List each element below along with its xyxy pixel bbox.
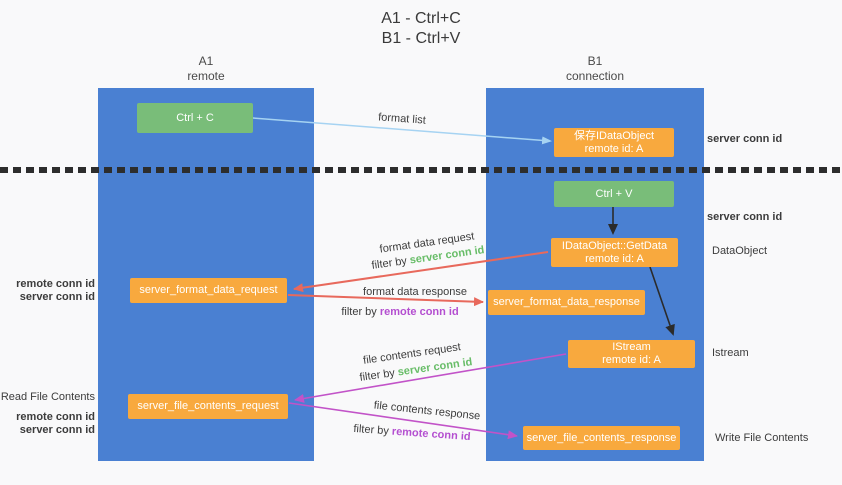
column-a1-label: remote (187, 69, 225, 83)
format-data-response-filter-label: filter by remote conn id (341, 306, 458, 318)
phase-separator-dashed-line (0, 167, 842, 173)
column-a1-id: A1 (198, 54, 214, 68)
server-conn-id-label-mid: server conn id (707, 211, 783, 223)
page-title: A1 - Ctrl+C B1 - Ctrl+V (0, 9, 842, 49)
file-contents-response-arrow-label: file contents response (373, 399, 481, 423)
remote-conn-id-label-2: remote conn id (16, 411, 95, 423)
save-idataobject-node: 保存IDataObject remote id: A (554, 128, 674, 157)
istream-line1: IStream (612, 341, 651, 353)
server-conn-id-label-top: server conn id (707, 133, 783, 145)
filter-by-text: filter by (341, 306, 380, 318)
ctrl-v-node: Ctrl + V (554, 181, 674, 207)
column-b1-id: B1 (587, 54, 603, 68)
istream-line2: remote id: A (602, 354, 661, 366)
server-file-contents-request-node: server_file_contents_request (128, 394, 288, 419)
filter-by-text: filter by (358, 366, 399, 384)
save-idataobject-line2: remote id: A (584, 142, 644, 155)
remote-conn-id-highlight: remote conn id (379, 306, 459, 318)
save-idataobject-line1: 保存IDataObject (573, 129, 655, 142)
getdata-line1: IDataObject::GetData (561, 239, 668, 252)
istream-node: IStream remote id: A (568, 340, 695, 368)
filter-by-text: filter by (370, 254, 411, 272)
title-line-paste: B1 - Ctrl+V (381, 30, 461, 47)
column-b1-label: connection (565, 69, 625, 83)
read-file-contents-label: Read File Contents (0, 391, 95, 403)
ctrl-c-node: Ctrl + C (137, 103, 253, 133)
server-format-data-response-node: server_format_data_response (488, 290, 645, 315)
remote-conn-id-label-1: remote conn id (16, 278, 95, 290)
filter-by-text: filter by (353, 422, 393, 438)
title-line-copy: A1 - Ctrl+C (381, 10, 461, 27)
istream-label: Istream (712, 347, 749, 359)
file-contents-response-filter-label: filter by remote conn id (353, 423, 471, 443)
getdata-line2: remote id: A (585, 252, 644, 265)
server-format-data-request-node: server_format_data_request (130, 278, 287, 303)
column-header-b1: B1 connection (486, 54, 704, 84)
column-header-a1: A1 remote (98, 54, 314, 84)
server-conn-id-label-2: server conn id (19, 424, 95, 436)
server-file-contents-response-node: server_file_contents_response (523, 426, 680, 450)
format-list-arrow-label: format list (377, 111, 427, 127)
idataobject-getdata-node: IDataObject::GetData remote id: A (551, 238, 678, 267)
write-file-contents-label: Write File Contents (715, 432, 809, 444)
server-conn-id-label-1: server conn id (19, 291, 95, 303)
dataobject-label: DataObject (712, 245, 768, 257)
format-data-response-arrow-label: format data response (363, 286, 467, 298)
remote-conn-id-highlight: remote conn id (391, 425, 471, 444)
